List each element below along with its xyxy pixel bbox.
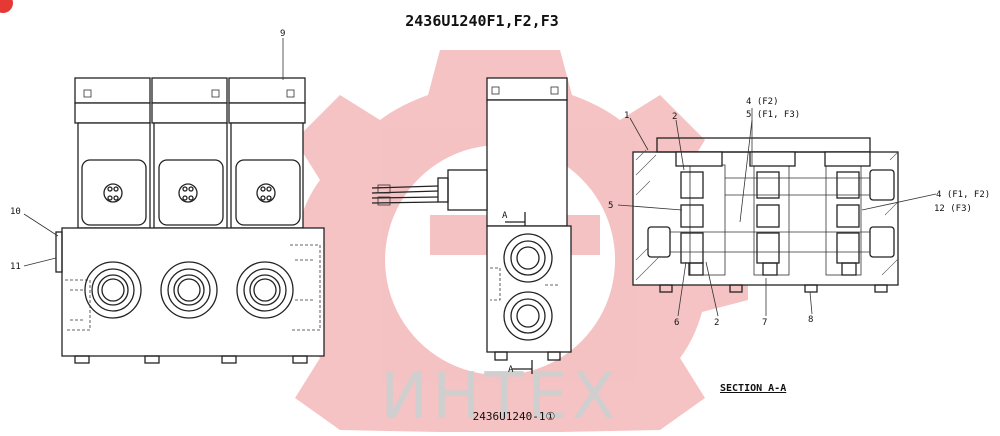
- callout-7: 7: [762, 318, 767, 328]
- solenoid-block: [228, 77, 306, 229]
- solenoid-block: [74, 77, 151, 229]
- spool: [824, 151, 871, 276]
- callout-5: 5: [608, 201, 613, 211]
- section-view: 1 2 4 (F2) 5 (F1, F3) 5 4 (F1, F2) 12 (F…: [608, 97, 990, 394]
- callout-6: 6: [674, 318, 679, 328]
- callout-2-bottom: 2: [714, 318, 719, 328]
- port: [236, 261, 294, 319]
- section-mark-top: A: [502, 211, 508, 221]
- callout-10: 10: [10, 207, 21, 217]
- watermark-text: ИНТЕХ: [380, 360, 619, 432]
- callout-2-top: 2: [672, 112, 677, 122]
- section-mark-bottom: A: [508, 365, 514, 375]
- callout-12-f3: 12 (F3): [934, 204, 972, 214]
- valve-body: [61, 227, 325, 357]
- callout-1: 1: [624, 111, 629, 121]
- port: [160, 261, 218, 319]
- callout-4-f2: 4 (F2): [746, 97, 779, 107]
- side-view: A A: [371, 77, 572, 375]
- callout-5-f1-f3: 5 (F1, F3): [746, 110, 800, 120]
- callout-8: 8: [808, 315, 813, 325]
- front-view: 9 10 11: [10, 29, 325, 364]
- port: [84, 261, 142, 319]
- drawing-number: 2436U1240-1①: [473, 410, 556, 423]
- solenoid-block: [151, 77, 228, 229]
- callout-9: 9: [280, 29, 285, 39]
- corner-badge-icon: [0, 0, 13, 13]
- spool: [675, 151, 723, 276]
- callout-4-f1-f2: 4 (F1, F2): [936, 190, 990, 200]
- spool: [749, 151, 796, 276]
- section-label: SECTION A-A: [720, 383, 786, 394]
- drawing-title: 2436U1240F1,F2,F3: [405, 12, 559, 30]
- callout-11: 11: [10, 262, 21, 272]
